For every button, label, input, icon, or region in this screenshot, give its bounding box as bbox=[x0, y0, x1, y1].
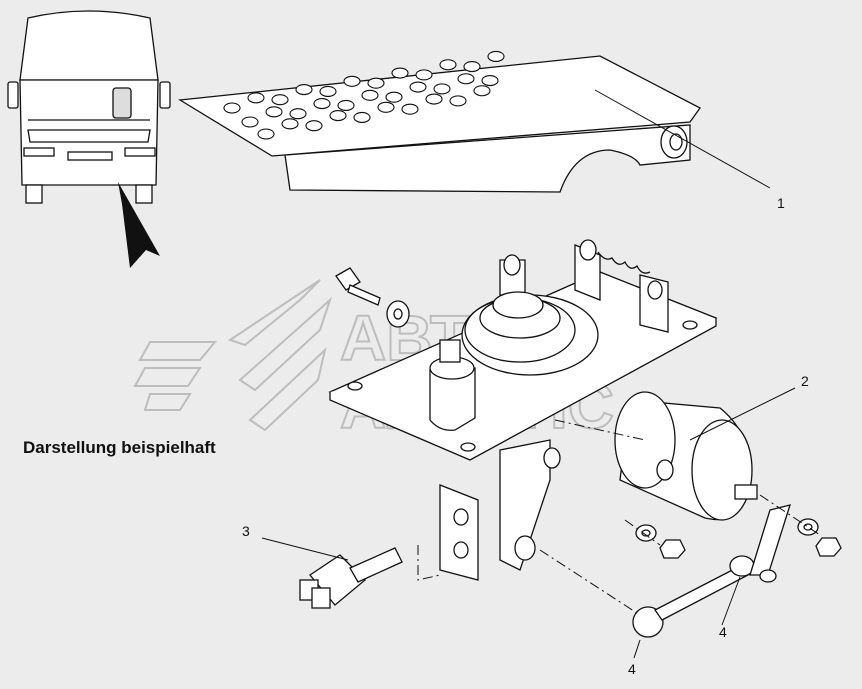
bus-front-illustration bbox=[7, 10, 171, 204]
view-direction-arrow bbox=[118, 182, 160, 268]
watermark-logo bbox=[133, 279, 333, 432]
plate-hole bbox=[295, 84, 313, 96]
plate-hole bbox=[415, 69, 433, 81]
leader-lines bbox=[261, 89, 796, 659]
plate-hole bbox=[377, 101, 395, 113]
pedal-plate bbox=[178, 55, 701, 193]
plate-hole bbox=[425, 93, 443, 105]
plate-hole bbox=[247, 92, 265, 104]
plate-hole bbox=[401, 103, 419, 115]
plate-hole bbox=[337, 99, 355, 111]
plate-hole bbox=[265, 106, 283, 118]
plate-hole bbox=[473, 85, 491, 97]
plate-hole bbox=[449, 95, 467, 107]
plate-hole bbox=[319, 85, 337, 97]
plate-hole bbox=[305, 120, 323, 132]
callout-4-lower: 4 bbox=[628, 661, 636, 677]
illustration-caption: Darstellung beispielhaft bbox=[23, 438, 216, 457]
plate-hole bbox=[241, 116, 259, 128]
callout-4-upper: 4 bbox=[719, 624, 727, 640]
lower-lever-bracket bbox=[439, 439, 561, 581]
plate-hole bbox=[463, 61, 481, 73]
plate-hole bbox=[281, 118, 299, 130]
plate-hole bbox=[457, 73, 475, 85]
linkage-rod bbox=[632, 504, 791, 638]
callout-2: 2 bbox=[801, 373, 809, 389]
assembly-lines bbox=[417, 419, 821, 616]
plate-hole bbox=[257, 128, 275, 140]
plate-hole bbox=[409, 81, 427, 93]
plate-hole bbox=[439, 59, 457, 71]
callout-3: 3 bbox=[242, 523, 250, 539]
plate-hole bbox=[487, 50, 505, 63]
plate-hole bbox=[223, 102, 241, 114]
washers-and-nuts bbox=[635, 518, 842, 559]
plate-hole bbox=[313, 98, 331, 110]
plate-hole bbox=[391, 67, 409, 79]
plate-hole bbox=[367, 77, 385, 89]
pedal-switch bbox=[299, 547, 403, 609]
return-spring-bracket bbox=[574, 239, 669, 333]
plate-hole bbox=[385, 91, 403, 103]
plate-hole bbox=[481, 75, 499, 87]
plate-hole bbox=[271, 94, 289, 106]
callout-1: 1 bbox=[777, 195, 785, 211]
plate-hole bbox=[433, 83, 451, 95]
bolt-with-washer bbox=[335, 267, 410, 328]
pivot-assembly bbox=[429, 254, 599, 431]
plate-hole bbox=[289, 108, 307, 120]
plate-hole bbox=[343, 75, 361, 87]
pedal-plate-holes bbox=[223, 50, 505, 140]
plate-hole bbox=[329, 110, 347, 122]
actuator-cylinder bbox=[614, 391, 758, 521]
plate-hole bbox=[353, 111, 371, 123]
plate-hole bbox=[361, 89, 379, 101]
